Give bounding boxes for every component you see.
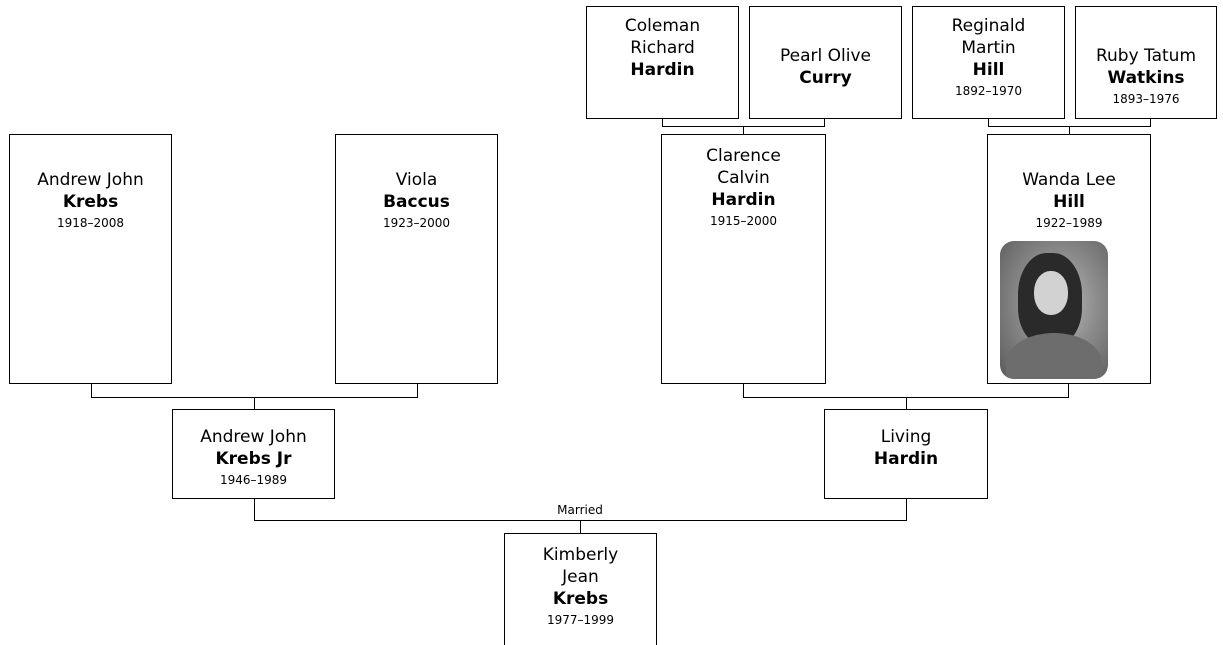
person-box-reginald-martin-hill[interactable]: Reginald Martin Hill 1892–1970 <box>912 6 1065 119</box>
person-box-clarence-calvin-hardin[interactable]: Clarence Calvin Hardin 1915–2000 <box>661 134 826 384</box>
connector <box>91 383 92 397</box>
surname: Hill <box>1053 192 1085 212</box>
connector <box>662 118 663 126</box>
surname: Watkins <box>1107 68 1185 88</box>
photo-face <box>1034 271 1068 315</box>
given-name: Andrew John <box>37 170 144 190</box>
given-name: Coleman Richard <box>624 16 701 58</box>
married-label: Married <box>557 503 603 517</box>
person-box-ruby-tatum-watkins[interactable]: Ruby Tatum Watkins 1893–1976 <box>1075 6 1217 119</box>
connector <box>417 383 418 397</box>
life-years: 1892–1970 <box>954 84 1023 98</box>
person-box-coleman-richard-hardin[interactable]: Coleman Richard Hardin <box>586 6 739 119</box>
given-name: Reginald Martin <box>951 16 1026 58</box>
life-years: 1946–1989 <box>219 473 288 487</box>
connector <box>580 520 581 533</box>
given-name: Ruby Tatum <box>1095 46 1197 66</box>
connector <box>1150 118 1151 126</box>
person-box-living-hardin[interactable]: Living Hardin <box>824 409 988 499</box>
connector <box>254 397 255 409</box>
given-name: Andrew John <box>200 427 307 447</box>
life-years: 1893–1976 <box>1112 92 1180 106</box>
surname: Hardin <box>630 60 695 80</box>
connector <box>1068 383 1069 397</box>
given-name: Viola <box>395 170 438 190</box>
connector <box>1069 126 1070 134</box>
person-box-viola-baccus[interactable]: Viola Baccus 1923–2000 <box>335 134 498 384</box>
given-name: Living <box>880 427 932 447</box>
person-box-andrew-john-krebs[interactable]: Andrew John Krebs 1918–2008 <box>9 134 172 384</box>
person-box-wanda-lee-hill[interactable]: Wanda Lee Hill 1922–1989 <box>987 134 1151 384</box>
person-box-andrew-john-krebs-jr[interactable]: Andrew John Krebs Jr 1946–1989 <box>172 409 335 499</box>
surname: Hardin <box>873 449 939 469</box>
surname: Baccus <box>383 192 450 212</box>
connector <box>906 498 907 520</box>
life-years: 1918–2008 <box>56 216 125 230</box>
surname: Krebs <box>552 589 609 609</box>
surname: Krebs <box>62 192 119 212</box>
surname: Curry <box>799 68 852 88</box>
person-box-pearl-olive-curry[interactable]: Pearl Olive Curry <box>749 6 902 119</box>
life-years: 1977–1999 <box>546 613 615 627</box>
person-box-kimberly-jean-krebs[interactable]: Kimberly Jean Krebs 1977–1999 <box>504 533 657 645</box>
connector <box>743 126 744 134</box>
life-years: 1923–2000 <box>382 216 451 230</box>
given-name: Clarence Calvin <box>706 146 781 188</box>
connector <box>988 118 989 126</box>
photo-shoulders <box>1006 333 1102 379</box>
surname: Krebs Jr <box>215 449 292 469</box>
connector <box>254 498 255 520</box>
connector <box>906 397 907 409</box>
connector <box>824 118 825 126</box>
given-name: Wanda Lee <box>1022 170 1116 190</box>
life-years: 1915–2000 <box>709 214 778 228</box>
given-name: Pearl Olive <box>780 46 871 66</box>
portrait-photo[interactable] <box>1000 241 1108 379</box>
surname: Hill <box>972 60 1005 80</box>
life-years: 1922–1989 <box>1035 216 1103 230</box>
connector <box>743 383 744 397</box>
surname: Hardin <box>711 190 776 210</box>
given-name: Kimberly Jean <box>542 545 619 587</box>
